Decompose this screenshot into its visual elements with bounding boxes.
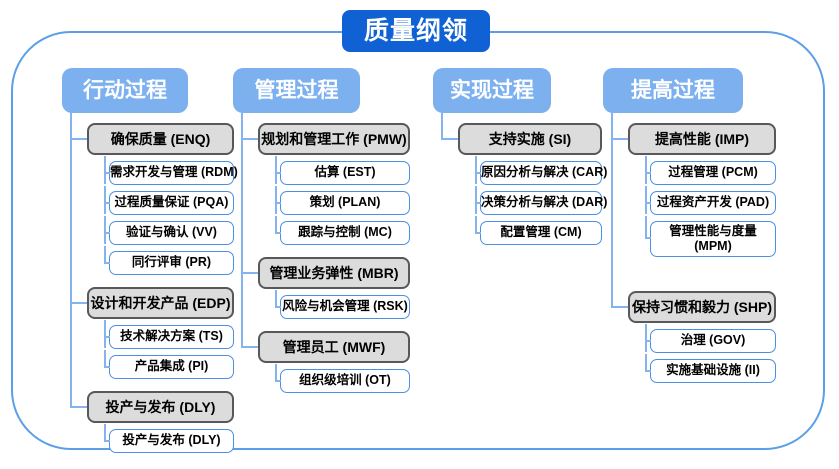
leaf-node: 策划 (PLAN)	[275, 186, 410, 215]
leaf-node: 估算 (EST)	[275, 156, 410, 185]
leaf-node: 投产与发布 (DLY)	[104, 424, 234, 453]
leaf-node: 组织级培训 (OT)	[275, 364, 410, 393]
group-children: 技术解决方案 (TS) 产品集成 (PI)	[104, 320, 234, 379]
group-node: 确保质量 (ENQ)	[87, 123, 234, 155]
leaf-node: 产品集成 (PI)	[104, 350, 234, 379]
column-groups: 支持实施 (SI) 原因分析与解决 (CAR) 决策分析与解决 (DAR) 配置…	[441, 113, 607, 245]
leaf-node: 同行评审 (PR)	[104, 246, 234, 275]
group-dly: 投产与发布 (DLY) 投产与发布 (DLY)	[70, 379, 234, 453]
group-children: 估算 (EST) 策划 (PLAN) 跟踪与控制 (MC)	[275, 156, 410, 245]
leaf-node: 验证与确认 (VV)	[104, 216, 234, 245]
leaf-node: 风险与机会管理 (RSK)	[275, 290, 410, 319]
column-management-process: 管理过程 规划和管理工作 (PMW) 估算 (EST) 策划 (PLAN) 跟踪…	[233, 68, 410, 393]
leaf-node: 过程管理 (PCM)	[645, 156, 776, 185]
group-node: 保持习惯和毅力 (SHP)	[628, 291, 776, 323]
diagram-title: 质量纲领	[342, 10, 490, 52]
group-pmw: 规划和管理工作 (PMW) 估算 (EST) 策划 (PLAN) 跟踪与控制 (…	[241, 113, 410, 245]
group-children: 投产与发布 (DLY)	[104, 424, 234, 453]
group-edp: 设计和开发产品 (EDP) 技术解决方案 (TS) 产品集成 (PI)	[70, 275, 234, 379]
leaf-node: 需求开发与管理 (RDM)	[104, 156, 238, 185]
leaf-node: 过程资产开发 (PAD)	[645, 186, 776, 215]
leaf-node: 治理 (GOV)	[645, 324, 776, 353]
column-header: 实现过程	[433, 68, 551, 113]
group-children: 风险与机会管理 (RSK)	[275, 290, 410, 319]
group-children: 需求开发与管理 (RDM) 过程质量保证 (PQA) 验证与确认 (VV) 同行…	[104, 156, 238, 275]
group-children: 原因分析与解决 (CAR) 决策分析与解决 (DAR) 配置管理 (CM)	[475, 156, 607, 245]
group-node: 投产与发布 (DLY)	[87, 391, 234, 423]
column-header: 行动过程	[62, 68, 188, 113]
group-node: 提高性能 (IMP)	[628, 123, 776, 155]
leaf-node: 跟踪与控制 (MC)	[275, 216, 410, 245]
leaf-node: 原因分析与解决 (CAR)	[475, 156, 607, 185]
group-shp: 保持习惯和毅力 (SHP) 治理 (GOV) 实施基础设施 (II)	[611, 257, 776, 383]
leaf-node: 实施基础设施 (II)	[645, 354, 776, 383]
group-children: 组织级培训 (OT)	[275, 364, 410, 393]
column-groups: 提高性能 (IMP) 过程管理 (PCM) 过程资产开发 (PAD) 管理性能与…	[611, 113, 776, 383]
group-children: 过程管理 (PCM) 过程资产开发 (PAD) 管理性能与度量 (MPM)	[645, 156, 776, 257]
leaf-node: 决策分析与解决 (DAR)	[475, 186, 607, 215]
column-groups: 规划和管理工作 (PMW) 估算 (EST) 策划 (PLAN) 跟踪与控制 (…	[241, 113, 410, 393]
leaf-node: 过程质量保证 (PQA)	[104, 186, 234, 215]
group-mwf: 管理员工 (MWF) 组织级培训 (OT)	[241, 319, 410, 393]
group-mbr: 管理业务弹性 (MBR) 风险与机会管理 (RSK)	[241, 245, 410, 319]
leaf-node: 技术解决方案 (TS)	[104, 320, 234, 349]
leaf-node: 管理性能与度量 (MPM)	[645, 216, 776, 257]
group-node: 管理业务弹性 (MBR)	[258, 257, 410, 289]
column-header: 提高过程	[603, 68, 743, 113]
group-si: 支持实施 (SI) 原因分析与解决 (CAR) 决策分析与解决 (DAR) 配置…	[441, 113, 607, 245]
group-node: 支持实施 (SI)	[458, 123, 602, 155]
leaf-node: 配置管理 (CM)	[475, 216, 602, 245]
column-improvement-process: 提高过程 提高性能 (IMP) 过程管理 (PCM) 过程资产开发 (PAD) …	[603, 68, 776, 383]
column-groups: 确保质量 (ENQ) 需求开发与管理 (RDM) 过程质量保证 (PQA) 验证…	[70, 113, 238, 453]
column-realization-process: 实现过程 支持实施 (SI) 原因分析与解决 (CAR) 决策分析与解决 (DA…	[433, 68, 607, 245]
group-imp: 提高性能 (IMP) 过程管理 (PCM) 过程资产开发 (PAD) 管理性能与…	[611, 113, 776, 257]
column-action-process: 行动过程 确保质量 (ENQ) 需求开发与管理 (RDM) 过程质量保证 (PQ…	[62, 68, 238, 453]
group-node: 管理员工 (MWF)	[258, 331, 410, 363]
group-node: 设计和开发产品 (EDP)	[87, 287, 234, 319]
column-header: 管理过程	[233, 68, 360, 113]
group-node: 规划和管理工作 (PMW)	[258, 123, 410, 155]
group-children: 治理 (GOV) 实施基础设施 (II)	[645, 324, 776, 383]
group-enq: 确保质量 (ENQ) 需求开发与管理 (RDM) 过程质量保证 (PQA) 验证…	[70, 113, 238, 275]
